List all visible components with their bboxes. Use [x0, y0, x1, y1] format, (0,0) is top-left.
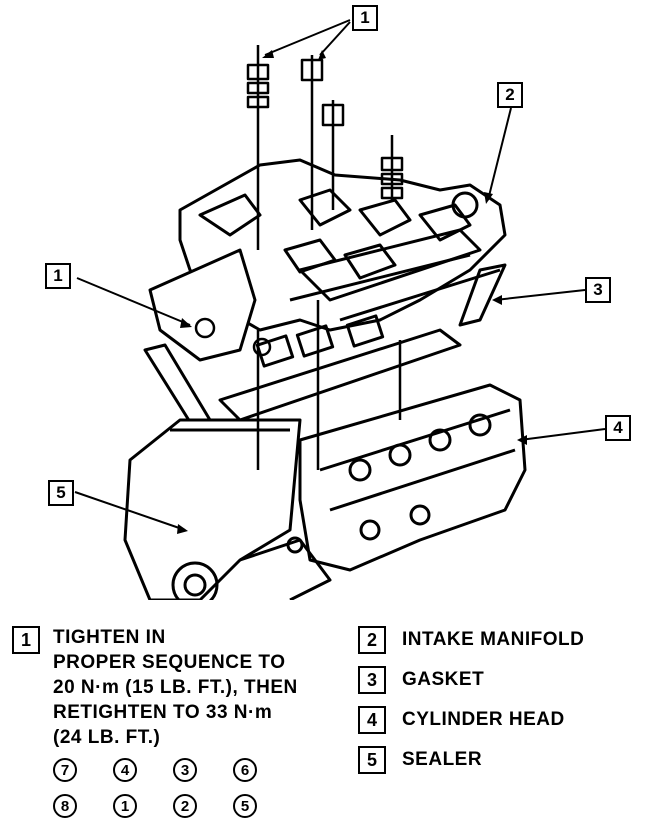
bolts	[194, 45, 404, 470]
arrowheads	[177, 50, 527, 534]
sequence-circle: 7	[53, 758, 77, 782]
engine-block	[123, 418, 332, 600]
callout-intake-manifold: 2	[497, 82, 523, 108]
legend-label-gasket: GASKET	[402, 669, 485, 690]
leader-lines	[74, 19, 606, 531]
gasket	[143, 263, 507, 432]
legend-label-sealer: SEALER	[402, 749, 483, 770]
legend-label-cylinder-head: CYLINDER HEAD	[402, 709, 565, 730]
callout-cylinder-head: 4	[605, 415, 631, 441]
sequence-circle: 2	[173, 794, 197, 818]
sequence-circle: 3	[173, 758, 197, 782]
legend-item-1-line-4: RETIGHTEN TO 33 N·m	[53, 702, 273, 723]
intake-manifold	[148, 158, 507, 362]
legend-number-2: 2	[358, 626, 386, 654]
legend-number-1: 1	[12, 626, 40, 654]
legend-number-3: 3	[358, 666, 386, 694]
legend-item-1-line-2: PROPER SEQUENCE TO	[53, 652, 286, 673]
callout-left-bolt: 1	[45, 263, 71, 289]
sequence-circle: 8	[53, 794, 77, 818]
legend-item-1-line-3: 20 N·m (15 LB. FT.), THEN	[53, 677, 298, 698]
callout-gasket: 3	[585, 277, 611, 303]
cylinder-head	[298, 383, 527, 572]
sequence-circle: 6	[233, 758, 257, 782]
legend-label-intake-manifold: INTAKE MANIFOLD	[402, 629, 585, 650]
legend-item-1-line-5: (24 LB. FT.)	[53, 727, 161, 748]
sequence-circle: 1	[113, 794, 137, 818]
sequence-circle: 4	[113, 758, 137, 782]
engine-illustration	[74, 19, 606, 600]
sequence-circle: 5	[233, 794, 257, 818]
legend-number-5: 5	[358, 746, 386, 774]
legend-number-4: 4	[358, 706, 386, 734]
callout-sealer: 5	[48, 480, 74, 506]
legend-item-1-line-1: TIGHTEN IN	[53, 627, 166, 648]
callout-top-bolts: 1	[352, 5, 378, 31]
